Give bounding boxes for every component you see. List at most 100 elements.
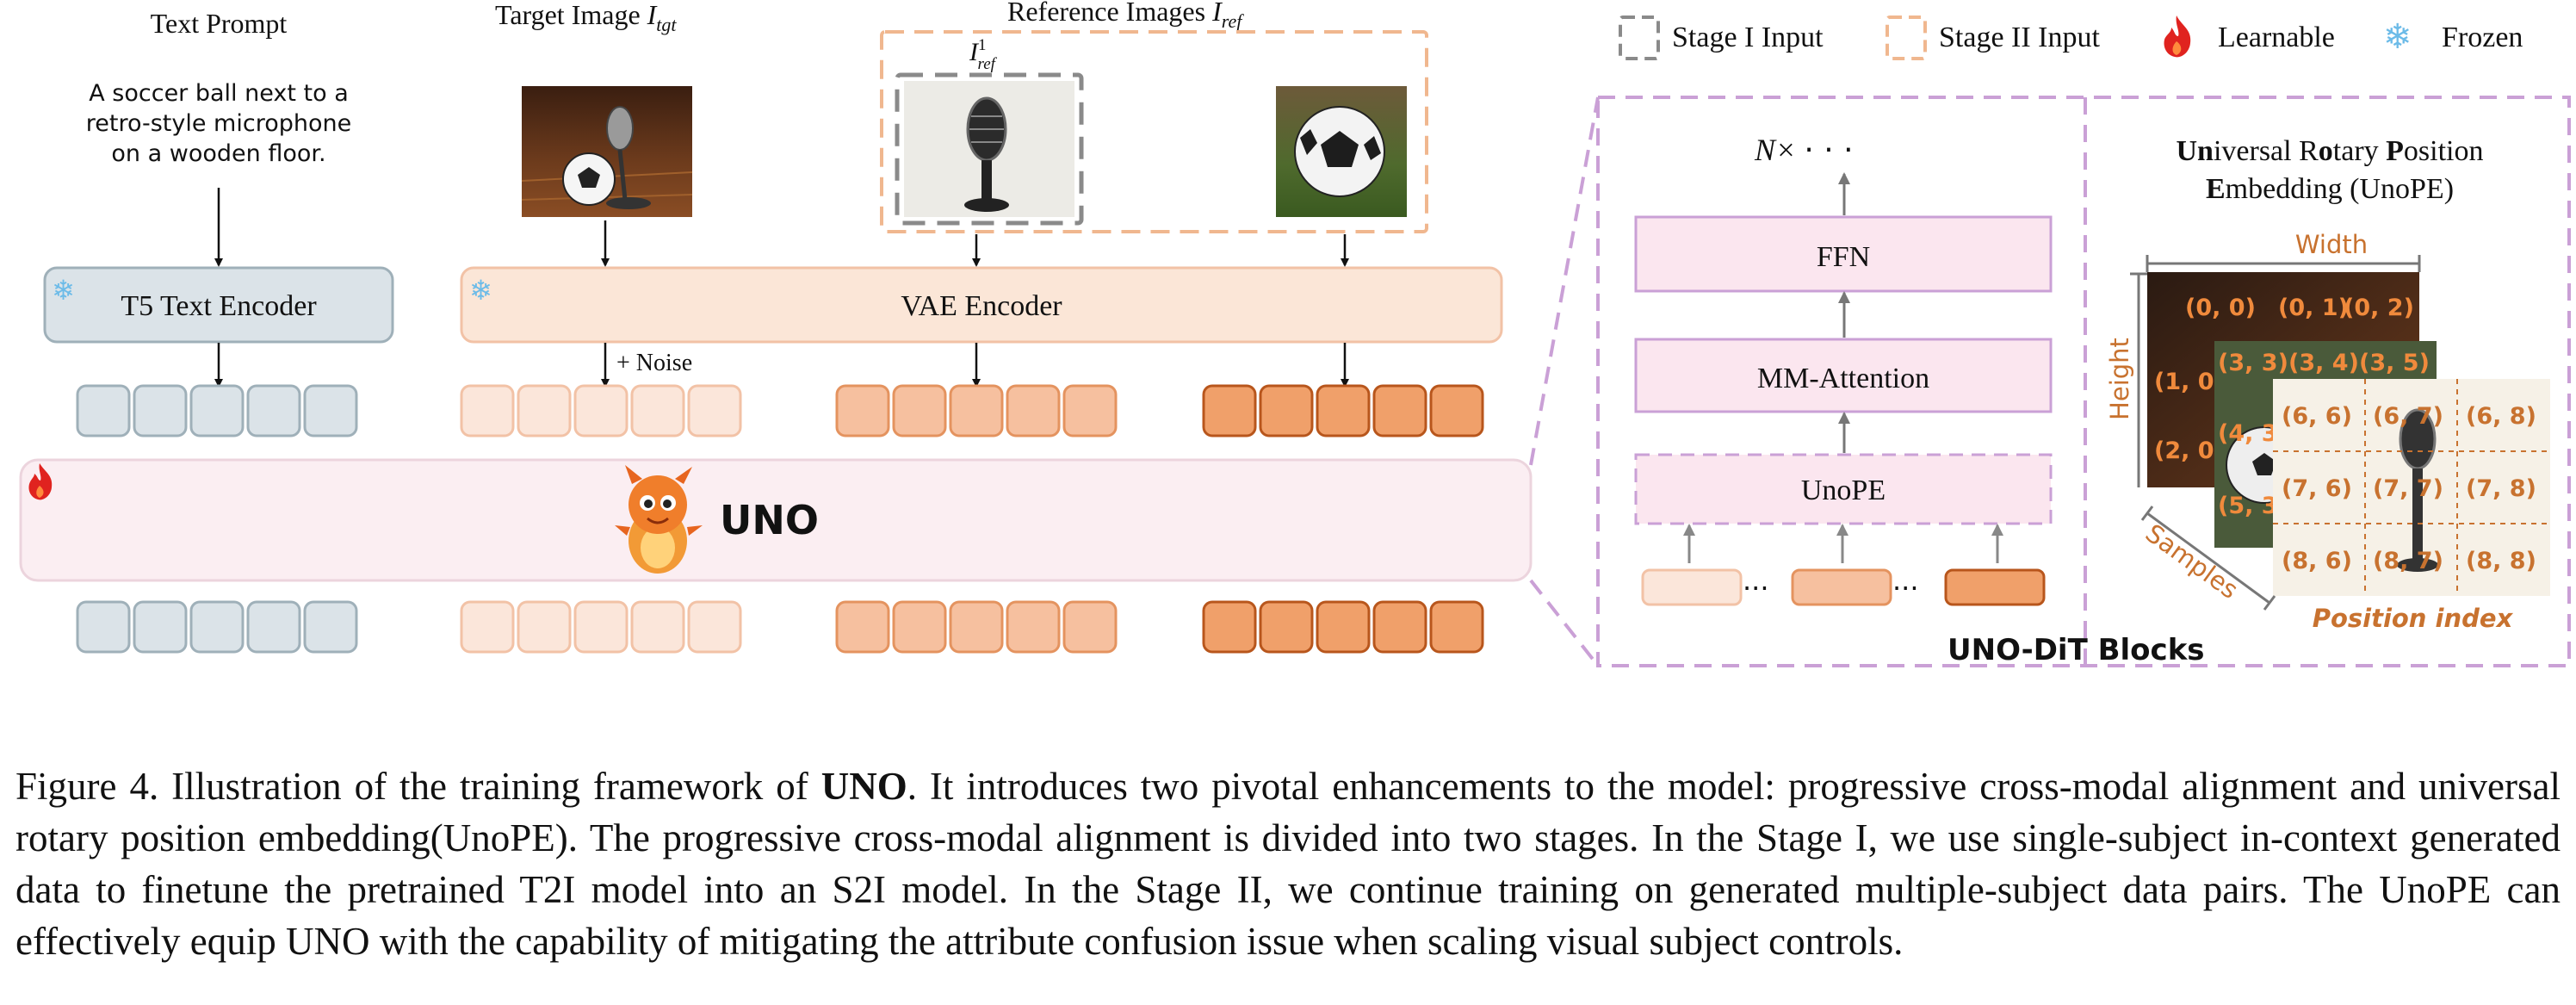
width-label: Width	[2295, 230, 2368, 259]
vae-encoder-box	[460, 266, 1503, 344]
reference-image-2	[1276, 86, 1407, 217]
svg-text:on a wooden floor.: on a wooden floor.	[111, 140, 325, 167]
target-token	[573, 384, 629, 437]
legend-learnable: Learnable	[2218, 22, 2335, 53]
ref1-token	[892, 600, 947, 654]
svg-text:(7, 7): (7, 7)	[2373, 475, 2443, 502]
text-token	[303, 600, 358, 654]
svg-text:(1, 0): (1, 0)	[2154, 369, 2225, 395]
uno-model-label: UNO	[720, 497, 819, 543]
ref1-token	[1006, 384, 1061, 437]
noise-label: + Noise	[616, 350, 692, 376]
caption-prefix: Figure 4. Illustration of the training f…	[15, 765, 821, 808]
svg-text:(7, 8): (7, 8)	[2466, 475, 2536, 502]
target-token	[687, 600, 742, 654]
target-token	[630, 600, 685, 654]
target-token	[517, 384, 572, 437]
dit-panel-title: UNO-DiT Blocks	[1947, 633, 2205, 667]
reference-image-1	[904, 81, 1074, 217]
ref2-token	[1316, 384, 1371, 437]
input-token-rows	[76, 384, 1484, 437]
dit-token-ref1	[1791, 568, 1892, 606]
t5-encoder-label: T5 Text Encoder	[121, 290, 317, 322]
legend-stage2-swatch	[1886, 16, 1927, 60]
text-token	[303, 384, 358, 437]
target-token	[630, 384, 685, 437]
training-framework-figure: Text Prompt Target Image Itgt Reference …	[19, 0, 2571, 667]
ref2-token	[1259, 384, 1314, 437]
target-image	[521, 86, 693, 217]
height-label: Height	[2105, 338, 2134, 420]
svg-text:(2, 0): (2, 0)	[2154, 437, 2225, 464]
svg-text:(3, 4): (3, 4)	[2288, 350, 2359, 376]
ref2-token	[1202, 384, 1257, 437]
header-reference-images: Reference Images Iref	[1007, 0, 1244, 32]
text-token	[76, 600, 131, 654]
ffn-block	[1634, 215, 2053, 293]
ref2-token	[1316, 600, 1371, 654]
ref1-token	[835, 600, 890, 654]
vae-encoder-label: VAE Encoder	[901, 290, 1062, 322]
stage1-input-frame	[895, 72, 1084, 226]
mm-attention-block	[1634, 338, 2053, 413]
dit-token-ref2	[1944, 568, 2046, 606]
target-token	[687, 384, 742, 437]
zoom-line-top	[1529, 96, 1600, 466]
vae-snowflake-icon: ❄	[469, 274, 492, 307]
legend-stage2: Stage II Input	[1939, 22, 2101, 53]
ref2-token	[1372, 384, 1427, 437]
header-target-image: Target Image Itgt	[495, 0, 677, 35]
ref1-token	[949, 384, 1004, 437]
svg-text:(0, 2): (0, 2)	[2344, 295, 2414, 321]
target-token	[460, 600, 515, 654]
uno-model-band	[19, 458, 1533, 582]
text-prompt: A soccer ball next to a retro-style micr…	[86, 80, 351, 167]
text-token	[133, 600, 188, 654]
text-token	[133, 384, 188, 437]
ref1-token	[892, 384, 947, 437]
unope-panel-title-line2: Embedding (UnoPE)	[2206, 173, 2454, 205]
svg-text:(8, 8): (8, 8)	[2466, 548, 2536, 574]
t5-encoder-box	[43, 266, 394, 344]
unope-panel-title-line1: Universal Rotary Position	[2177, 135, 2484, 167]
header-text-prompt: Text Prompt	[151, 8, 288, 39]
legend-stage1: Stage I Input	[1672, 22, 1824, 53]
ref1-token	[1062, 384, 1118, 437]
ref1-token	[1062, 600, 1118, 654]
mm-attention-label: MM-Attention	[1757, 363, 1929, 394]
svg-text:(6, 6): (6, 6)	[2282, 403, 2352, 430]
svg-text:retro-style microphone: retro-style microphone	[86, 110, 351, 137]
ffn-label: FFN	[1817, 241, 1870, 273]
svg-text:(6, 7): (6, 7)	[2373, 403, 2443, 430]
uno-flame-icon	[28, 463, 53, 500]
position-grid-3: (6, 6) (6, 7) (6, 8) (7, 6) (7, 7) (7, 8…	[2273, 379, 2550, 596]
dit-token-dots-2: ···	[1892, 572, 1919, 605]
ref1-token	[1006, 600, 1061, 654]
zoom-line-bottom	[1529, 579, 1600, 667]
ref2-token	[1202, 600, 1257, 654]
ref1-token	[949, 600, 1004, 654]
flame-icon	[2164, 16, 2191, 58]
ref2-token	[1429, 384, 1484, 437]
svg-text:(0, 1): (0, 1)	[2278, 295, 2349, 321]
unope-label: UnoPE	[1801, 475, 1886, 506]
snowflake-icon: ❄	[2383, 17, 2412, 57]
dit-token-target	[1641, 568, 1743, 606]
text-token	[189, 384, 245, 437]
svg-text:(8, 6): (8, 6)	[2282, 548, 2352, 574]
text-token	[246, 600, 301, 654]
figure-caption: Figure 4. Illustration of the training f…	[15, 760, 2561, 967]
text-token	[189, 600, 245, 654]
ref2-token	[1372, 600, 1427, 654]
legend: Stage I Input Stage II Input Learnable ❄…	[1619, 16, 2523, 60]
caption-bold-model: UNO	[820, 765, 907, 808]
t5-snowflake-icon: ❄	[52, 274, 75, 307]
stage2-input-frame	[880, 30, 1428, 233]
ref2-token	[1259, 600, 1314, 654]
legend-frozen: Frozen	[2442, 22, 2523, 53]
ref1-token	[835, 384, 890, 437]
target-token	[573, 600, 629, 654]
svg-text:(7, 6): (7, 6)	[2282, 475, 2352, 502]
svg-text:(3, 5): (3, 5)	[2359, 350, 2430, 376]
dit-token-dots-1: ···	[1743, 572, 1769, 605]
